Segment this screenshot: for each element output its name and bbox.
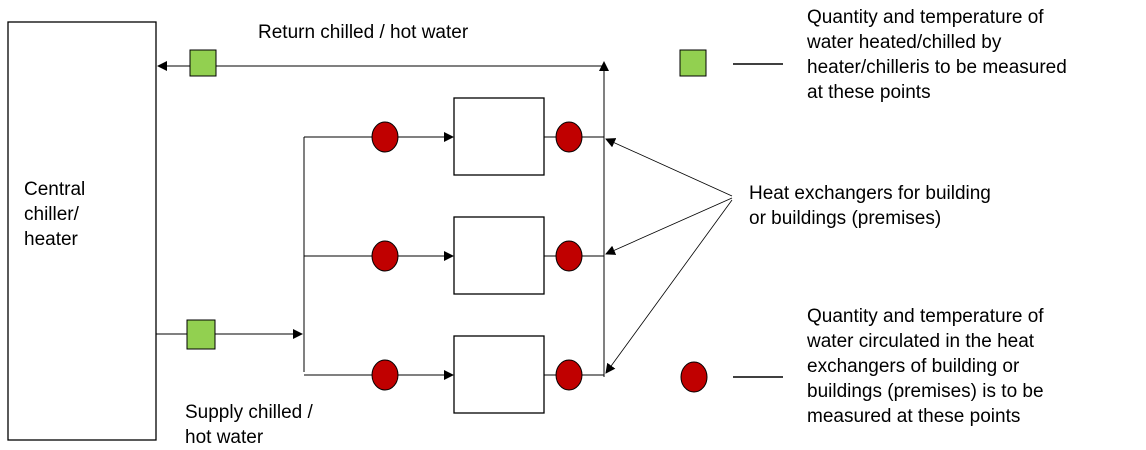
legend-circle: [680, 361, 708, 393]
return-line-label: Return chilled / hot water: [258, 22, 469, 43]
supply-line-label: Supply chilled / hot water: [185, 402, 313, 448]
pointer-line-3: [605, 199, 733, 374]
measure-circle-branch-3-out: [555, 359, 583, 391]
legend-circle-text: Quantity and temperature of water circul…: [807, 306, 1044, 427]
heat-exchanger-box-2: [453, 216, 545, 295]
pointer-line-1: [605, 138, 733, 197]
central-chiller-heater-box: [7, 21, 157, 441]
measure-circle-branch-2-in: [371, 240, 399, 272]
measure-circle-branch-2-out: [555, 240, 583, 272]
heat-exchanger-box-1: [453, 97, 545, 176]
measure-square-supply: [186, 319, 216, 350]
measure-circle-branch-1-out: [555, 121, 583, 153]
measure-circle-branch-3-in: [371, 359, 399, 391]
measure-square-return: [189, 49, 217, 77]
measure-circle-branch-1-in: [371, 121, 399, 153]
heat-exchangers-label: Heat exchangers for building or building…: [749, 183, 991, 229]
legend-square: [679, 49, 707, 77]
legend-square-text: Quantity and temperature of water heated…: [807, 7, 1067, 103]
pointer-line-2: [605, 197, 733, 255]
central-box-label: Central chiller/ heater: [24, 179, 86, 250]
heat-exchanger-box-3: [453, 335, 545, 414]
